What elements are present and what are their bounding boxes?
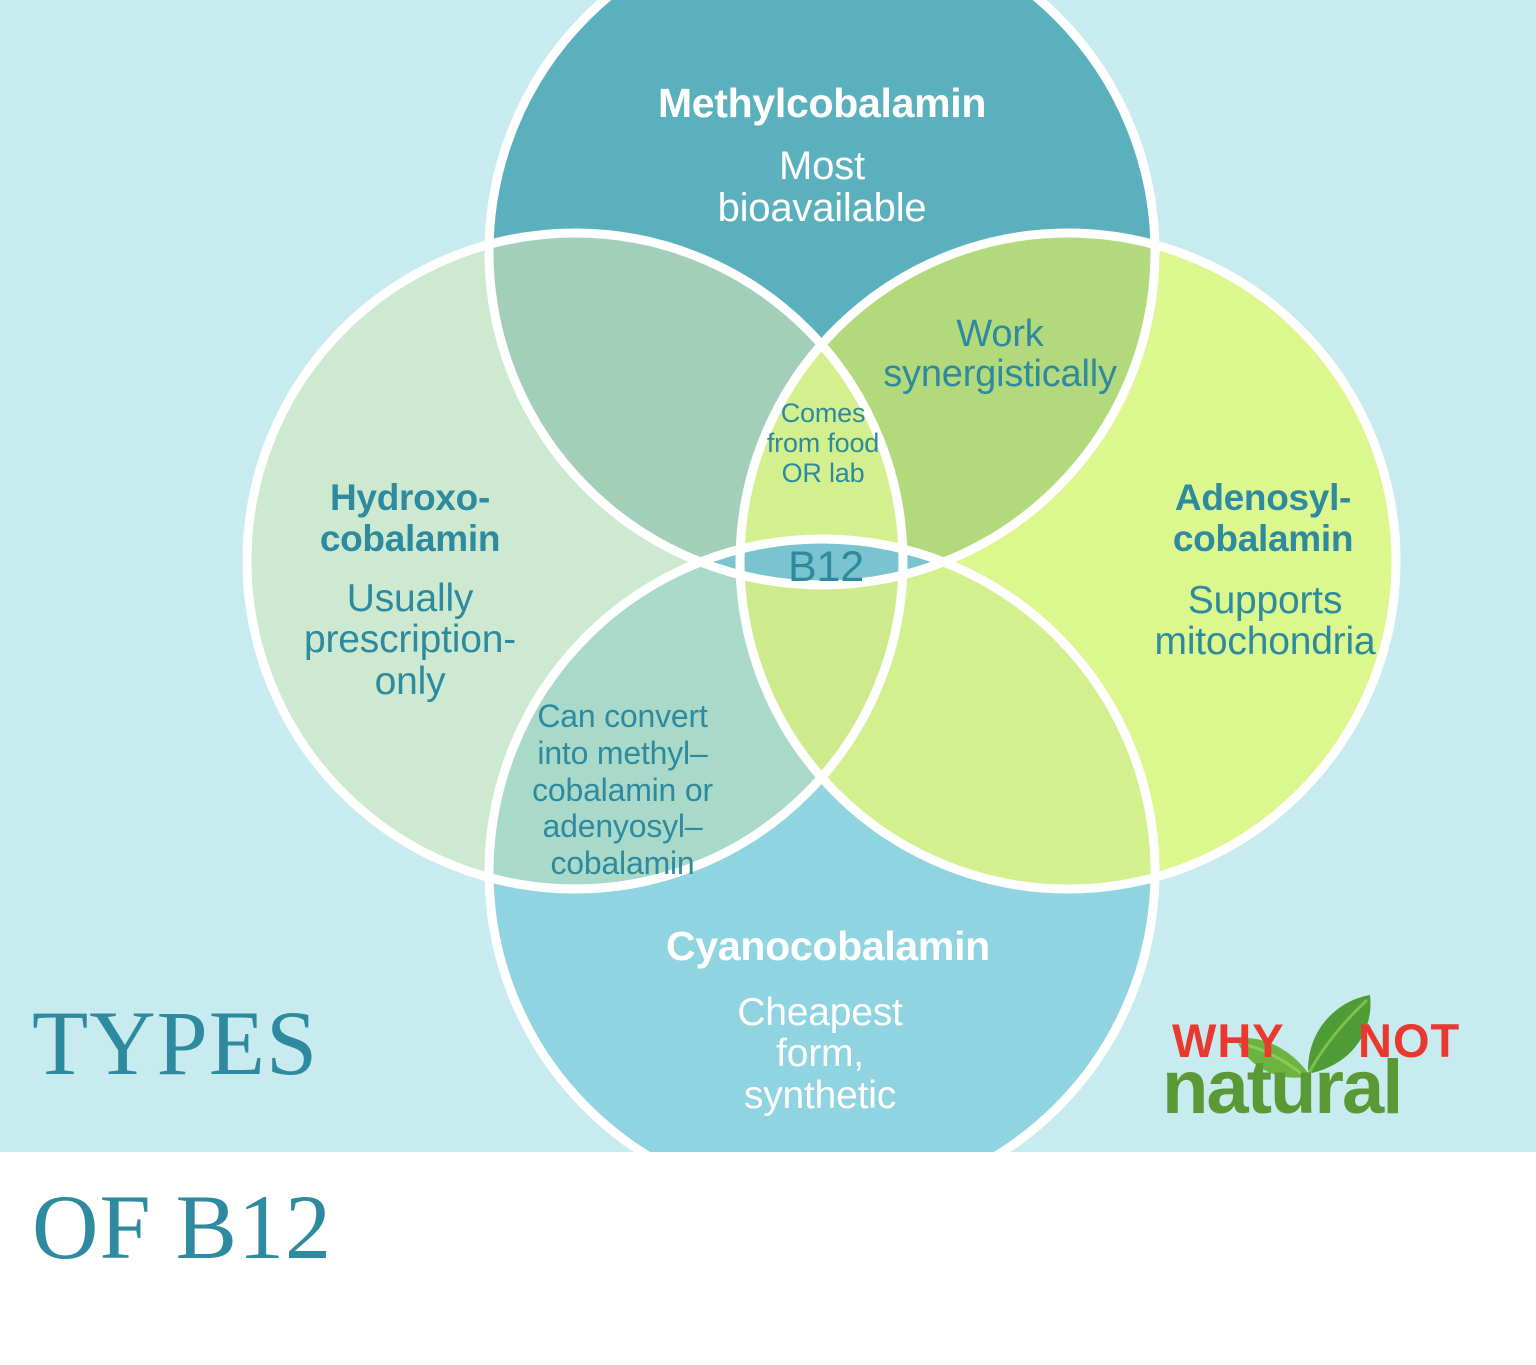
venn-diagram bbox=[242, 0, 1401, 1152]
circle-outline-left bbox=[242, 228, 908, 894]
page-title: TYPES OF B12 bbox=[32, 905, 332, 1365]
leaf-icon bbox=[1236, 995, 1371, 1079]
circle-outline-right bbox=[735, 228, 1401, 894]
label-intersection-comes-from: Comes from food OR lab bbox=[766, 398, 880, 489]
label-intersection-center-b12: B12 bbox=[788, 543, 864, 591]
label-intersection-synergy: Work synergistically bbox=[883, 313, 1117, 396]
label-hydroxocobalamin-title: Hydroxo- cobalamin bbox=[319, 477, 501, 559]
brand-logo: WHY NOT natural bbox=[1162, 995, 1460, 1130]
circle-outline-top bbox=[484, 0, 1160, 590]
circle-outline-bottom bbox=[484, 534, 1160, 1152]
page-title-line-1: TYPES bbox=[32, 992, 319, 1094]
label-intersection-convert: Can convert into methyl– cobalamin or ad… bbox=[532, 698, 713, 882]
logo-word-natural: natural bbox=[1162, 1045, 1401, 1130]
label-hydroxocobalamin-body: Usually prescription- only bbox=[304, 577, 516, 703]
page-title-line-2: OF B12 bbox=[32, 1176, 332, 1278]
label-adenosylcobalamin-title: Adenosyl- cobalamin bbox=[1172, 477, 1354, 559]
infographic-canvas: Methylcobalamin Most bioavailable Hydrox… bbox=[0, 0, 1536, 1273]
label-cyanocobalamin-title: Cyanocobalamin bbox=[666, 923, 990, 969]
logo-word-not: NOT bbox=[1358, 1014, 1460, 1067]
label-methylcobalamin-title: Methylcobalamin bbox=[657, 80, 987, 126]
venn-outlines bbox=[242, 0, 1401, 1152]
label-methylcobalamin-body: Most bioavailable bbox=[717, 144, 927, 231]
label-cyanocobalamin-body: Cheapest form, synthetic bbox=[737, 991, 903, 1117]
logo-word-why: WHY bbox=[1172, 1014, 1285, 1067]
label-adenosylcobalamin-body: Supports mitochondria bbox=[1154, 579, 1376, 664]
